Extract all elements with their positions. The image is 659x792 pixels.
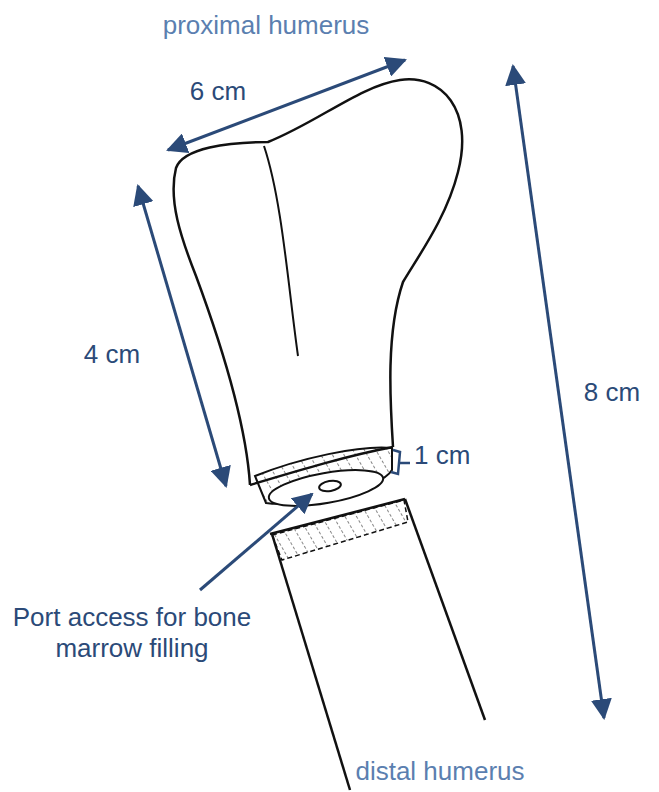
dimension-arrow-6cm	[168, 60, 405, 150]
dimension-label: 8 cm	[584, 377, 640, 408]
distal-bone-right-edge	[405, 499, 485, 720]
callout-note: Port access for bone marrow filling	[7, 602, 257, 664]
proximal-bone-outline	[174, 79, 463, 485]
dimension-label: 1 cm	[414, 440, 470, 471]
bracket-tick-1cm	[400, 462, 410, 465]
port-leader-arrow	[200, 494, 312, 590]
dimension-label: 6 cm	[190, 76, 246, 107]
humeral-head-line	[264, 146, 298, 356]
distal-bone-left-edge	[272, 534, 350, 790]
bone-marrow-port	[318, 479, 341, 493]
part-name: proximal humerus	[163, 10, 370, 41]
distal-bone-top-edge	[270, 499, 405, 534]
part-name: distal humerus	[355, 756, 524, 787]
dimension-arrow-4cm	[138, 186, 226, 486]
disc-face	[266, 463, 385, 513]
dimension-label: 4 cm	[84, 339, 140, 370]
dimension-bracket-1cm	[391, 450, 400, 474]
